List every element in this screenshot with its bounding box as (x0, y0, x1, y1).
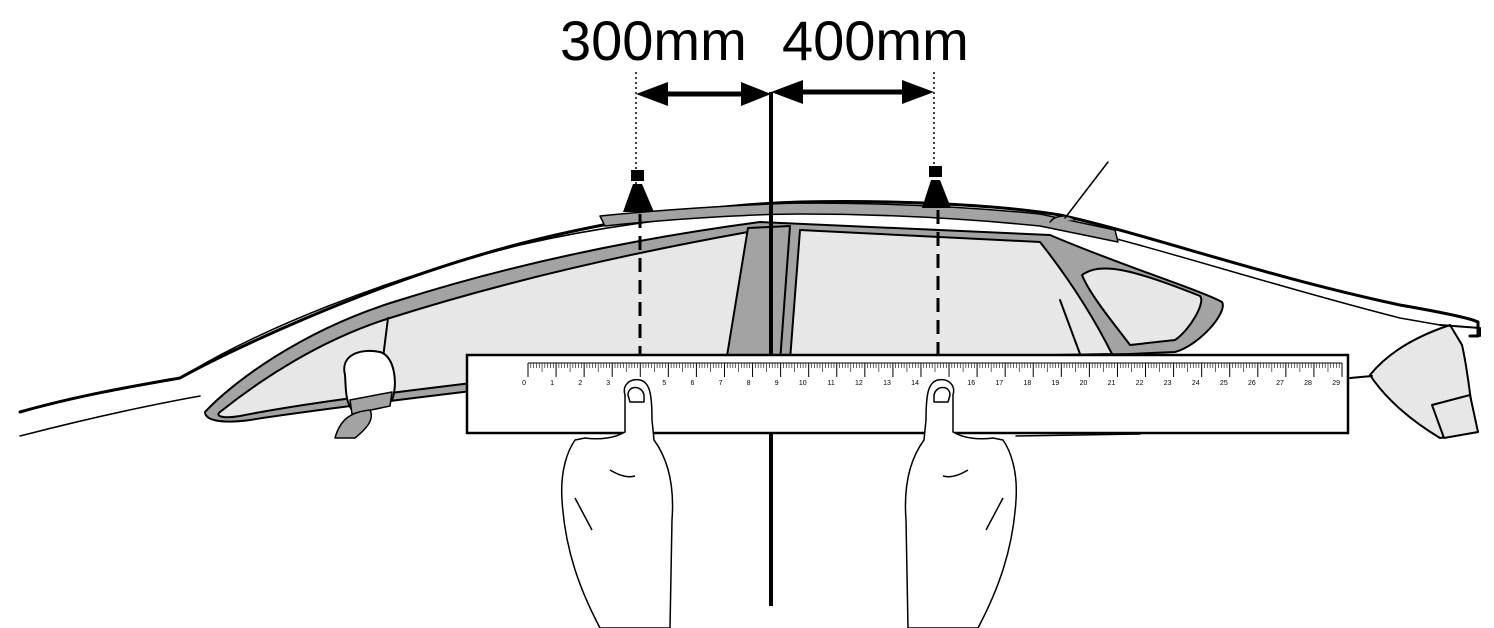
dimension-label-300mm: 300mm (560, 9, 747, 72)
rear-window-divider (1059, 299, 1081, 355)
ruler-tick-label: 23 (1164, 380, 1172, 387)
ruler-tick-label: 19 (1052, 380, 1060, 387)
ruler-tick-label: 9 (775, 380, 779, 387)
ruler-tick-label: 17 (995, 380, 1003, 387)
ruler-tick-label: 12 (855, 380, 863, 387)
dimension-left (635, 72, 771, 210)
ruler-tick-label: 25 (1220, 380, 1228, 387)
ruler-tick-label: 7 (719, 380, 723, 387)
ruler-tick-label: 14 (911, 380, 919, 387)
ruler-tick-label: 0 (522, 380, 526, 387)
ruler-ticks (527, 362, 1343, 377)
ruler-tick-label: 11 (827, 380, 834, 387)
ruler-tick-label: 13 (883, 380, 891, 387)
body-lower-line (19, 395, 201, 437)
ruler-tick-label: 27 (1276, 380, 1284, 387)
ruler-tick-label: 18 (1023, 380, 1031, 387)
ruler-tick-label: 10 (799, 380, 807, 387)
ruler-tick-label: 2 (578, 380, 582, 387)
dimension-label-400mm: 400mm (782, 9, 969, 72)
roof-rail (599, 202, 1119, 243)
dimension-right (771, 72, 935, 170)
car-side-view (18, 161, 1481, 439)
ruler-tick-label: 26 (1248, 380, 1256, 387)
ruler-tick-label: 24 (1192, 380, 1200, 387)
side-mirror-icon (334, 350, 396, 439)
roof-rack-foot-icon (922, 166, 951, 208)
antenna-icon (1049, 161, 1109, 223)
ruler-tick-label: 5 (662, 380, 666, 387)
ruler: 0123456789101112131415161718192021222324… (465, 353, 1350, 435)
roof-rack-foot-icon (623, 170, 654, 212)
ruler-tick-label: 21 (1108, 380, 1116, 387)
ruler-tick-label: 22 (1136, 380, 1144, 387)
ruler-tick-label: 16 (967, 380, 975, 387)
ruler-tick-label: 8 (747, 380, 751, 387)
ruler-tick-label: 6 (691, 380, 695, 387)
ruler-tick-label: 3 (606, 380, 610, 387)
taillight-lens (1431, 394, 1479, 439)
ruler-tick-label: 28 (1304, 380, 1312, 387)
ruler-tick-label: 1 (550, 380, 554, 387)
hand-icon (560, 378, 674, 628)
quarter-window (1081, 267, 1203, 346)
ruler-tick-label: 29 (1332, 380, 1340, 387)
ruler-tick-label: 20 (1080, 380, 1088, 387)
